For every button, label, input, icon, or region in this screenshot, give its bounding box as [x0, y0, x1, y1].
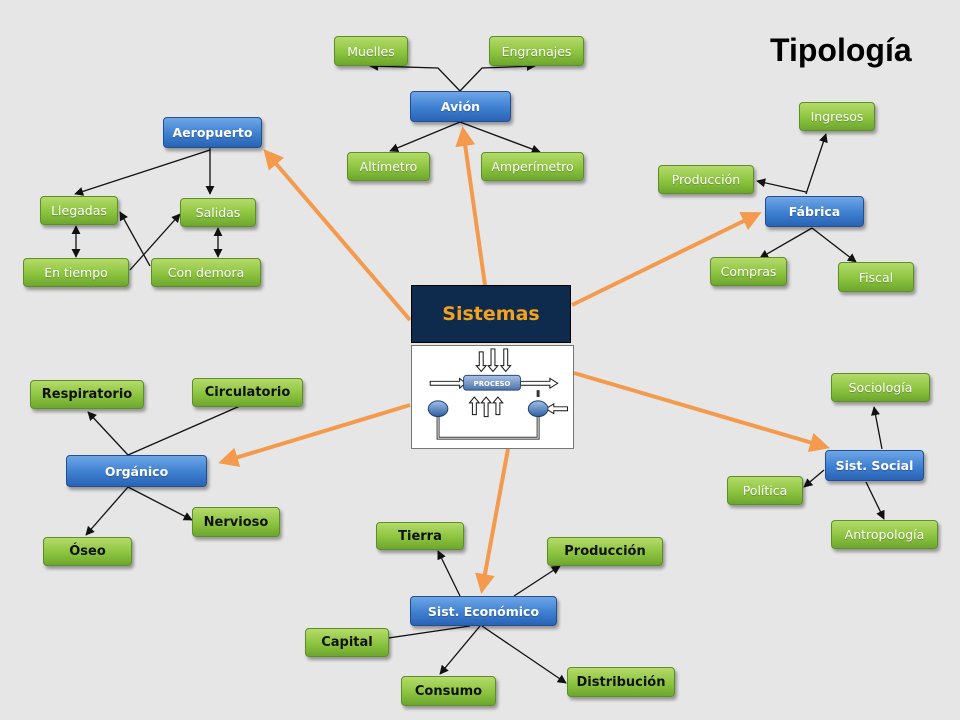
edge-eco-distribucion: [481, 625, 567, 684]
edge-organico-respiratorio: [87, 411, 129, 456]
node-fabrica[interactable]: Fábrica: [765, 196, 864, 227]
arrow-to-sist-economico: [475, 448, 510, 594]
node-consumo[interactable]: Consumo: [401, 676, 496, 706]
edge-avion-muelles: [369, 61, 461, 92]
arrow-to-sist-social: [573, 371, 830, 453]
node-sist-economico[interactable]: Sist. Económico: [410, 596, 557, 626]
edge-eco-produccion: [513, 565, 561, 597]
node-salidas[interactable]: Salidas: [180, 198, 256, 227]
node-compras[interactable]: Compras: [710, 257, 787, 286]
edge-organico-oseo: [85, 486, 129, 536]
node-capital[interactable]: Capital: [305, 628, 389, 657]
node-llegadas[interactable]: Llegadas: [40, 196, 118, 225]
edge-organico-nervioso: [127, 486, 193, 521]
edge-fabrica-fiscal: [811, 227, 857, 263]
edge-en-tiempo-salidas: [129, 213, 181, 271]
node-organico[interactable]: Orgánico: [66, 455, 207, 487]
edge-fabrica-ingresos: [805, 133, 828, 195]
edge-llegadas-con-demora: [119, 211, 151, 267]
node-distribucion[interactable]: Distribución: [567, 667, 675, 697]
arrow-to-aeropuerto: [263, 148, 412, 322]
node-con-demora[interactable]: Con demora: [151, 258, 261, 287]
node-sociologia[interactable]: Sociología: [831, 373, 930, 402]
node-aeropuerto[interactable]: Aeropuerto: [163, 117, 262, 148]
node-respiratorio[interactable]: Respiratorio: [30, 380, 144, 409]
node-en-tiempo[interactable]: En tiempo: [23, 258, 129, 287]
node-engranajes[interactable]: Engranajes: [489, 36, 584, 66]
edge-social-sociologia: [871, 406, 883, 450]
node-produccion-fabrica[interactable]: Producción: [658, 165, 754, 194]
center-node-sistemas[interactable]: Sistemas: [411, 285, 571, 343]
node-tierra[interactable]: Tierra: [376, 522, 464, 550]
node-politica[interactable]: Política: [727, 476, 803, 505]
process-label: PROCESO: [474, 380, 511, 388]
edge-organico-circulatorio: [127, 405, 241, 456]
node-amperimetro[interactable]: Amperímetro: [481, 152, 584, 181]
node-oseo[interactable]: Óseo: [43, 537, 132, 566]
edge-avion-engranajes: [459, 61, 536, 92]
edge-eco-consumo: [439, 625, 481, 675]
node-altimetro[interactable]: Altímetro: [347, 152, 430, 181]
node-ingresos[interactable]: Ingresos: [799, 102, 875, 131]
node-nervioso[interactable]: Nervioso: [192, 507, 280, 537]
node-muelles[interactable]: Muelles: [334, 36, 408, 66]
edge-eco-tierra: [437, 550, 461, 597]
edge-social-antropologia: [865, 481, 885, 520]
arrow-to-avion: [455, 126, 487, 286]
node-fiscal[interactable]: Fiscal: [838, 262, 914, 292]
edge-aeropuerto-llegadas: [74, 148, 211, 196]
node-antropologia[interactable]: Antropología: [831, 520, 938, 549]
node-circulatorio[interactable]: Circulatorio: [192, 378, 303, 407]
process-diagram: PROCESO: [411, 345, 574, 449]
page-title: Tipología: [770, 32, 912, 68]
arrow-to-organico: [218, 403, 411, 467]
node-avion[interactable]: Avión: [410, 91, 511, 122]
arrow-to-fabrica: [571, 212, 762, 307]
edge-avion-amperimetro: [459, 121, 541, 154]
node-sist-social[interactable]: Sist. Social: [825, 450, 924, 481]
edge-avion-altimetro: [389, 121, 461, 153]
edge-fabrica-compras: [759, 227, 813, 259]
edge-fabrica-produccion: [756, 178, 807, 193]
edge-social-politica: [803, 469, 825, 488]
node-produccion-economico[interactable]: Producción: [547, 537, 663, 566]
